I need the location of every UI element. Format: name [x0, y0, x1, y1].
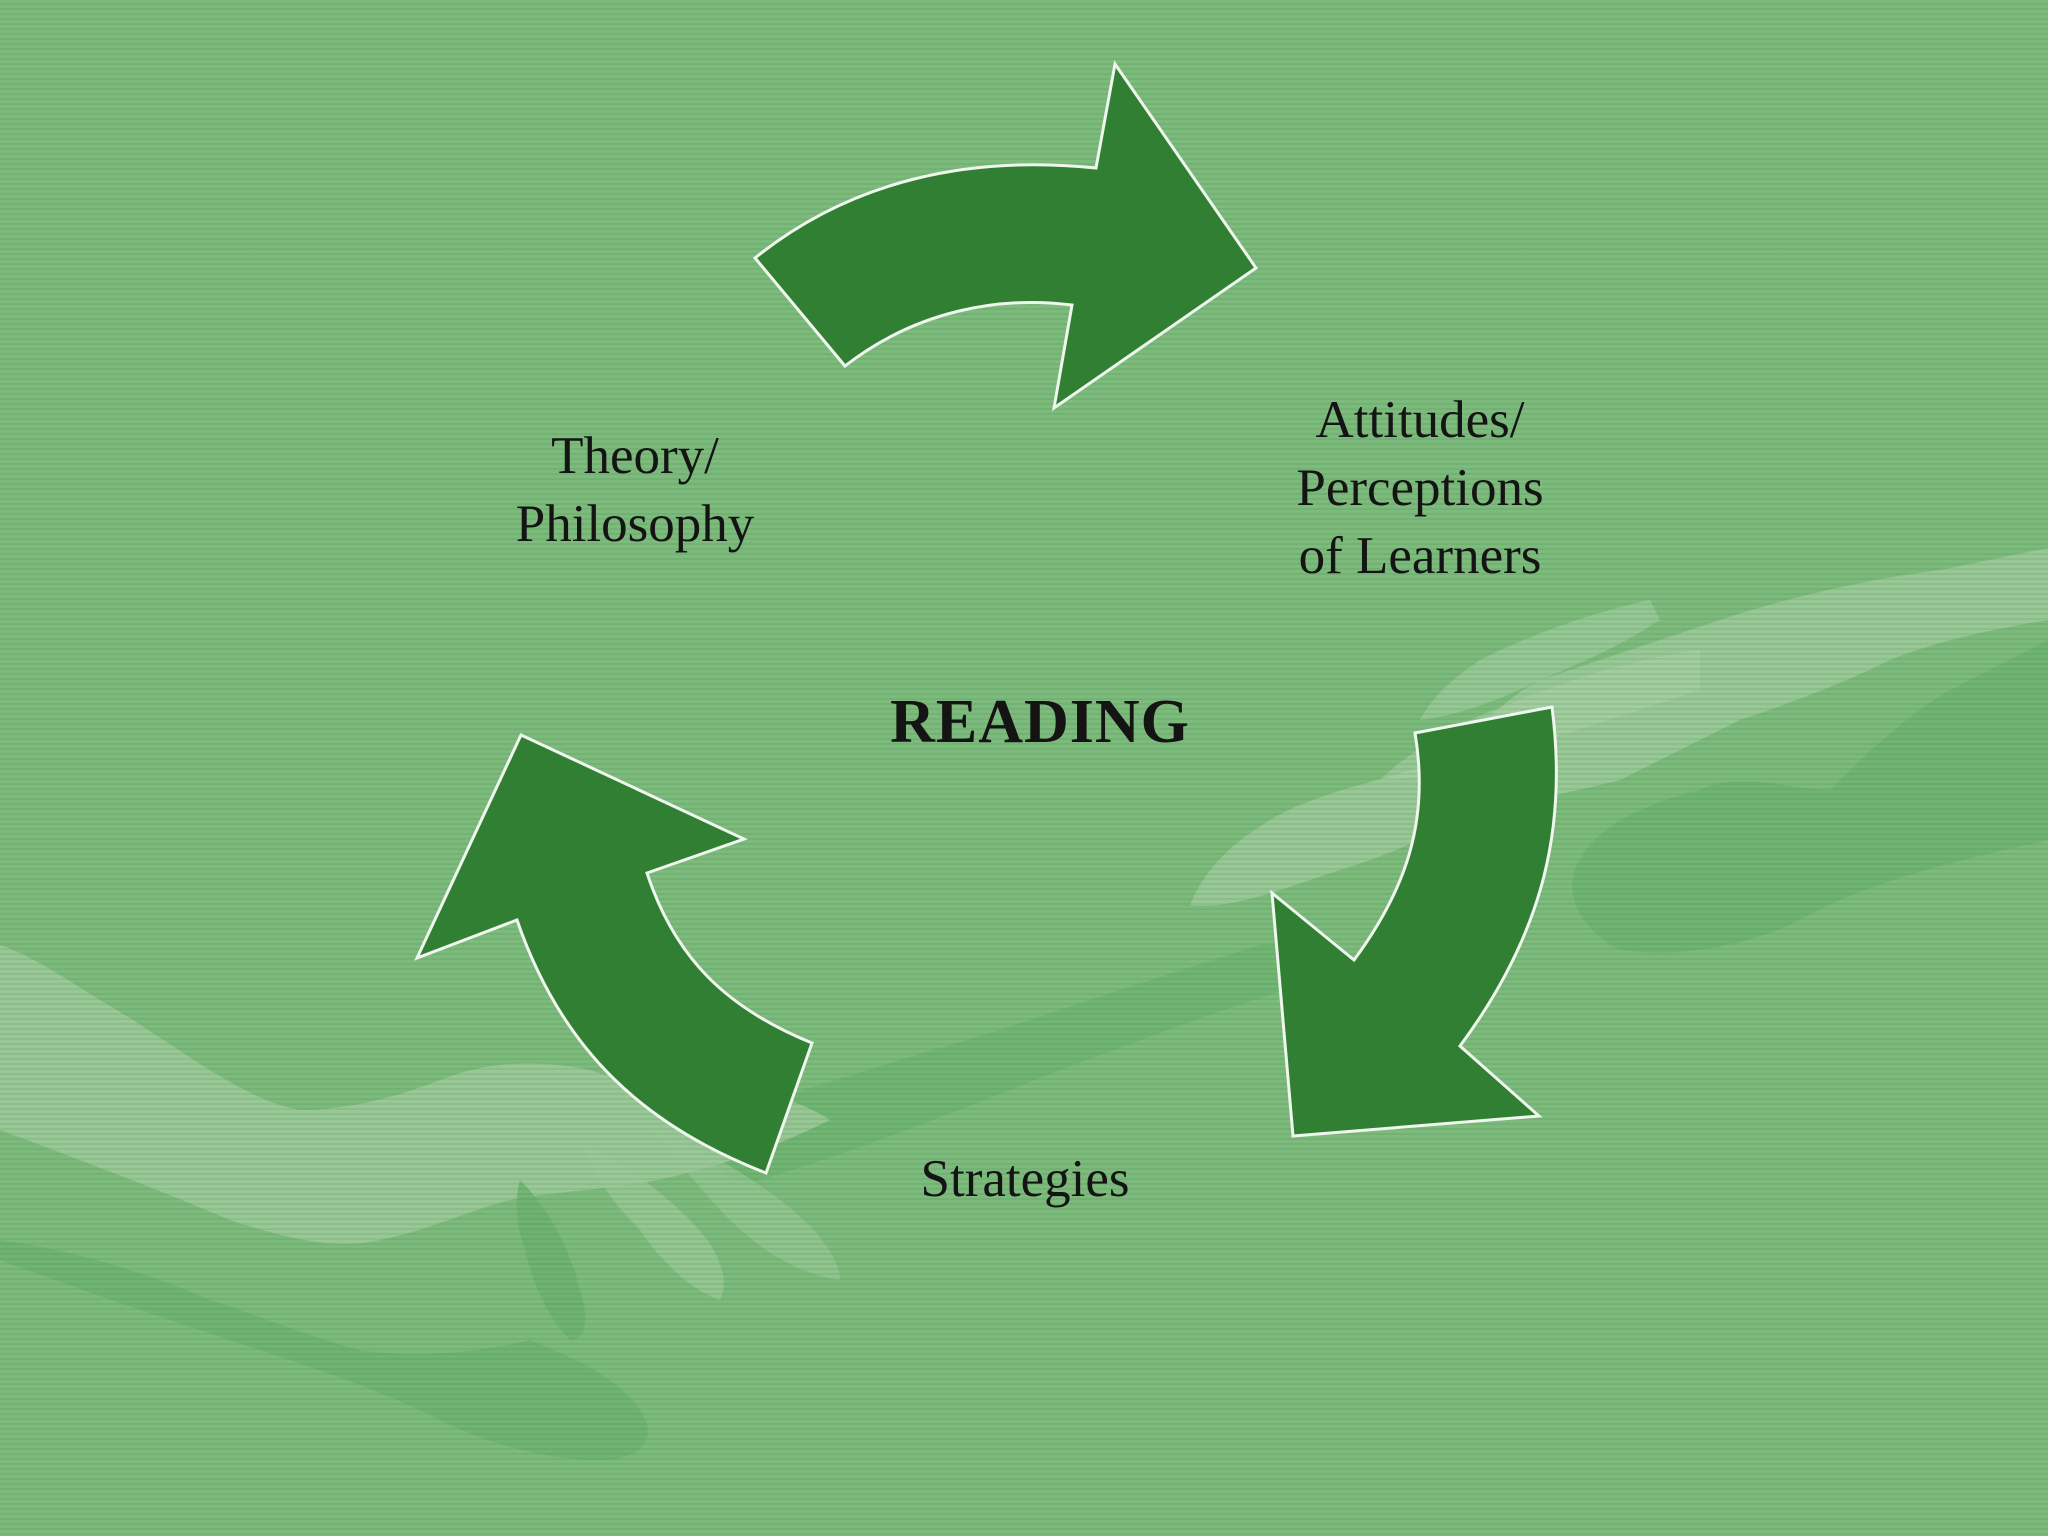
- left-hand-finger-2: [640, 1120, 840, 1280]
- arrow-attitudes-to-strategies: [1270, 705, 1558, 1138]
- left-hand-finger-3: [516, 1180, 586, 1340]
- node-strategies-line-1: Strategies: [920, 1150, 1130, 1208]
- center-label-reading: READING: [890, 688, 1190, 756]
- right-hand-dark-shape: [1572, 640, 2048, 953]
- arm-band-shape: [700, 944, 1303, 1182]
- node-attitudes-line-2: Perceptions: [1296, 459, 1544, 517]
- node-attitudes-line-3: of Learners: [1298, 527, 1542, 585]
- node-theory-line-2: Philosophy: [515, 495, 755, 553]
- right-hand-light-shape: [1190, 548, 2048, 906]
- node-theory-line-1: Theory/: [551, 427, 719, 485]
- arrow-strategies-to-theory: [414, 733, 814, 1175]
- node-attitudes-line-1: Attitudes/: [1315, 391, 1525, 449]
- left-hand-graphic: [0, 945, 840, 1460]
- right-hand-thumb: [1420, 600, 1660, 720]
- arrow-theory-to-attitudes: [752, 60, 1259, 412]
- left-hand-dark-shape: [0, 1130, 648, 1460]
- node-strategies: Strategies: [860, 1145, 1190, 1213]
- node-attitudes-perceptions: Attitudes/ Perceptions of Learners: [1255, 386, 1585, 590]
- node-theory-philosophy: Theory/ Philosophy: [470, 422, 800, 558]
- left-hand-finger-1: [580, 1140, 724, 1300]
